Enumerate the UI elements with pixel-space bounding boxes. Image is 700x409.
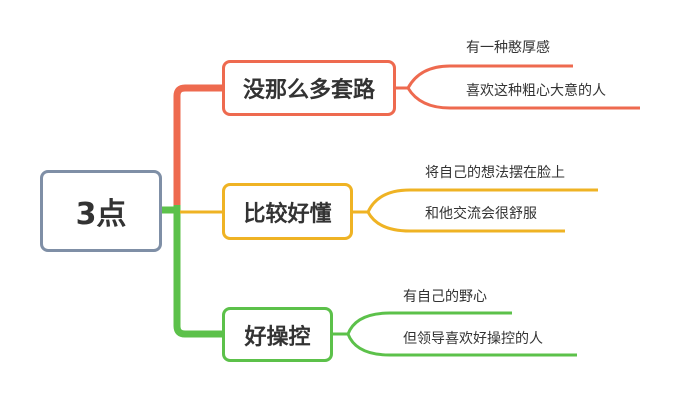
leaf-line [366,211,565,233]
leaf-line [406,87,640,110]
leaf-line [333,311,512,336]
leaf-line [396,64,573,90]
leaf-node[interactable]: 但领导喜欢好操控的人 [403,331,543,347]
leaf-node[interactable]: 将自己的想法摆在脸上 [425,165,565,181]
leaf-line [353,188,598,214]
leaf-node[interactable]: 有一种憨厚感 [466,40,550,56]
branch-node-2[interactable]: 比较好懂 [222,183,353,240]
leaf-line [346,333,577,357]
leaf-node[interactable]: 有自己的野心 [403,289,487,305]
trunk-red [173,84,222,210]
trunk-green [173,205,222,338]
leaf-node[interactable]: 喜欢这种粗心大意的人 [466,83,606,99]
leaf-node[interactable]: 和他交流会很舒服 [425,206,537,222]
branch-node-3[interactable]: 好操控 [222,307,333,362]
root-node[interactable]: 3点 [40,170,162,252]
branch-node-1[interactable]: 没那么多套路 [222,60,396,116]
